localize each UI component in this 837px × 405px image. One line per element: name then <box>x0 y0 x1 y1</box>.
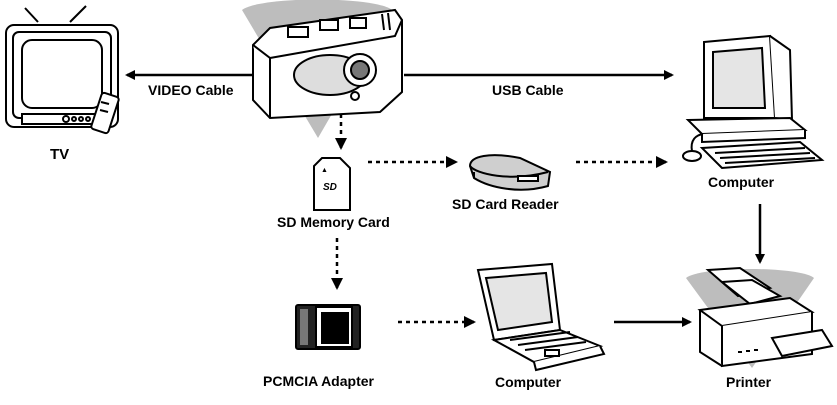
laptop-computer-label: Computer <box>495 374 562 390</box>
card-reader-icon <box>468 154 552 191</box>
desktop-computer-label: Computer <box>708 174 775 190</box>
pcmcia-adapter-icon <box>295 304 361 350</box>
laptop-icon <box>476 262 606 372</box>
sd-card-label: SD Memory Card <box>277 214 390 230</box>
printer-icon <box>697 266 834 368</box>
svg-text:▲: ▲ <box>321 167 328 174</box>
tv-label: TV <box>50 146 70 163</box>
sd-card-icon: SD ▲ <box>313 157 351 211</box>
usb-cable-label: USB Cable <box>492 82 564 98</box>
video-cable-label: VIDEO Cable <box>148 82 234 98</box>
pcmcia-adapter-label: PCMCIA Adapter <box>263 373 374 389</box>
printer-label: Printer <box>726 374 772 390</box>
svg-text:SD: SD <box>323 182 337 193</box>
desktop-computer-icon <box>682 34 825 170</box>
sd-reader-label: SD Card Reader <box>452 196 559 212</box>
tv-icon <box>5 5 120 135</box>
camera-icon <box>252 8 403 120</box>
